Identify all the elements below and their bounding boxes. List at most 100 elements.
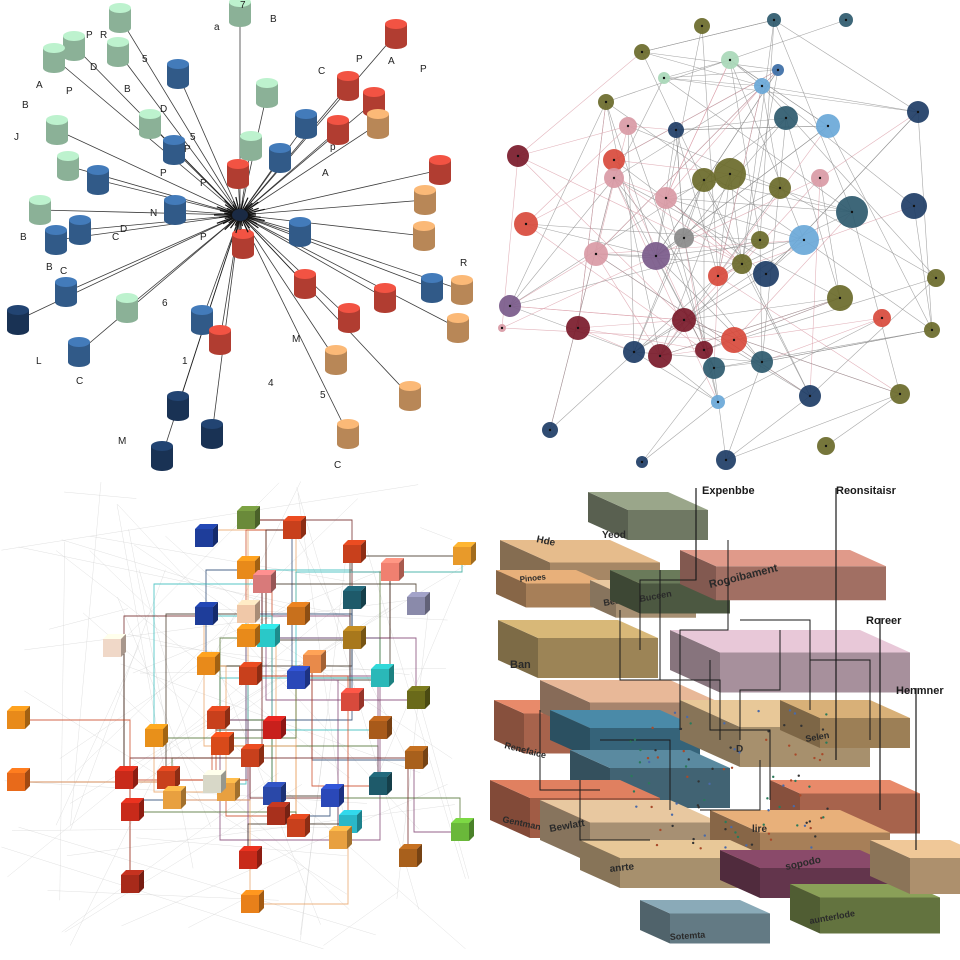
- block-front: [526, 583, 606, 608]
- cube-front: [207, 711, 225, 729]
- detail-dot: [670, 813, 674, 816]
- node-center: [716, 400, 720, 404]
- node-center: [674, 128, 678, 132]
- cube-side: [139, 870, 144, 893]
- hub-edge: [239, 214, 386, 299]
- cylinder-node: [337, 419, 359, 449]
- node-label: P: [86, 30, 93, 41]
- cylinder-node: [295, 109, 317, 139]
- cylinder-node: [414, 185, 436, 215]
- block-top: [588, 492, 708, 510]
- circle-node: [623, 341, 645, 363]
- cube-top: [237, 506, 260, 511]
- cube-top: [343, 626, 366, 631]
- circle-node: [672, 308, 696, 332]
- cylinder-body: [29, 200, 51, 225]
- cylinder-node: [63, 31, 85, 61]
- faint-edge: [133, 544, 453, 759]
- cylinder-node: [447, 313, 469, 343]
- cylinder-node: [107, 37, 129, 67]
- network-edge: [717, 173, 731, 277]
- network-edge: [665, 197, 853, 213]
- cylinder-node: [399, 381, 421, 411]
- network-edge: [665, 197, 743, 265]
- iso-block: Rogoibament: [680, 550, 886, 601]
- cylinder-node: [327, 115, 349, 145]
- detail-dot: [686, 775, 689, 779]
- circle-node: [901, 193, 927, 219]
- circle-node: [732, 254, 752, 274]
- network-edge: [663, 69, 779, 79]
- network-edge: [633, 179, 705, 353]
- circle-node: [907, 101, 929, 123]
- cylinder-top: [295, 109, 317, 119]
- cube-front: [257, 629, 275, 647]
- cylinder-node: [109, 3, 131, 33]
- cylinder-node: [191, 305, 213, 335]
- node-center: [778, 186, 782, 190]
- node-center: [664, 196, 668, 200]
- node-center: [640, 50, 644, 54]
- cube-side: [359, 688, 364, 711]
- cube-node: [343, 540, 366, 563]
- detail-dot: [762, 823, 765, 826]
- network-edge: [675, 129, 685, 239]
- network-edge: [525, 223, 761, 241]
- cube-side: [257, 662, 262, 685]
- hub-edge: [239, 169, 441, 216]
- detail-dot: [792, 804, 796, 808]
- cube-top: [237, 624, 260, 629]
- cube-side: [357, 810, 362, 833]
- cylinder-body: [337, 76, 359, 101]
- faint-edge: [117, 504, 420, 830]
- network-edge: [683, 187, 781, 239]
- detail-dot: [738, 751, 741, 754]
- node-center: [594, 252, 598, 256]
- cylinder-body: [43, 48, 65, 73]
- network-edge: [741, 69, 779, 265]
- cylinder-top: [191, 305, 213, 315]
- cube-top: [263, 716, 286, 721]
- cylinder-top: [337, 419, 359, 429]
- network-edge: [733, 211, 853, 341]
- network-edge: [627, 125, 715, 369]
- faint-edge: [66, 804, 455, 857]
- detail-dot: [794, 779, 797, 783]
- circle-node: [827, 285, 853, 311]
- cube-top: [341, 688, 364, 693]
- iso-block: [670, 630, 910, 693]
- cube-side: [321, 650, 326, 673]
- node-label: P: [356, 54, 363, 65]
- callout-label: Expenbbe: [702, 485, 755, 497]
- cylinder-body: [447, 318, 469, 343]
- cube-node: [369, 716, 392, 739]
- hub-edge: [239, 214, 459, 329]
- network-edge: [809, 277, 937, 397]
- cube-side: [139, 798, 144, 821]
- cylinder-top: [87, 165, 109, 175]
- cube-top: [287, 666, 310, 671]
- node-label: C: [334, 460, 341, 471]
- block-side: [550, 710, 590, 758]
- faint-edge: [117, 596, 212, 828]
- cube-side: [213, 524, 218, 547]
- cylinder-body: [151, 446, 173, 471]
- cylinder-top: [451, 275, 473, 285]
- network-edge: [501, 327, 735, 341]
- network-edge: [725, 361, 763, 461]
- detail-dot: [809, 826, 812, 830]
- cube-side: [387, 716, 392, 739]
- detail-dot: [723, 722, 726, 725]
- cylinder-top: [385, 19, 407, 29]
- cylinder-node: [229, 0, 251, 27]
- node-label: D: [120, 224, 127, 235]
- node-label: 5: [190, 132, 196, 143]
- cube-front: [115, 771, 133, 789]
- network-edge: [729, 59, 761, 241]
- cube-node: [343, 586, 366, 609]
- node-center: [716, 274, 720, 278]
- block-label: Yeod: [602, 530, 626, 541]
- network-edge: [725, 393, 901, 461]
- cube-top: [283, 516, 306, 521]
- circle-node: [636, 456, 648, 468]
